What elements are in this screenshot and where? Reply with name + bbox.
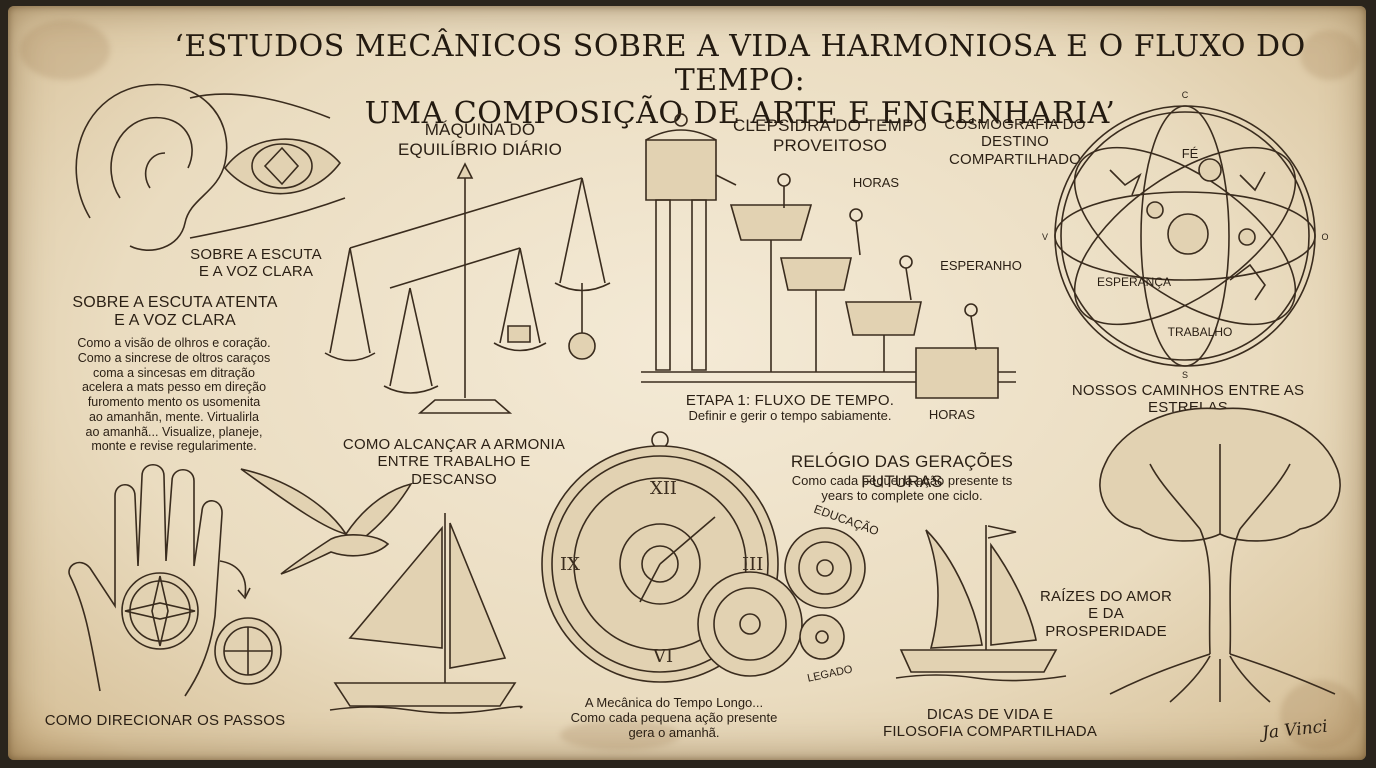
clepsydra-label-horas-bottom: HORAS bbox=[928, 407, 976, 422]
hand-compass-illustration bbox=[60, 456, 300, 706]
clock-subtitle-line-1: Como cada pequena ação presente ts bbox=[791, 473, 1013, 488]
stain bbox=[560, 720, 680, 750]
clepsydra-label-horas-top: HORAS bbox=[852, 175, 900, 190]
svg-text:III: III bbox=[742, 554, 763, 575]
clock-title: RELÓGIO DAS GERAÇÕES FUTURAS bbox=[790, 452, 1014, 491]
cosmos-title-line-2: DESTINO bbox=[980, 133, 1050, 151]
balance-title: MÁQUINA DO EQUILÍBRIO DIÁRIO bbox=[380, 120, 580, 159]
title-line-2: UMA COMPOSIÇÃO DE ARTE E ENGENHARIA’ bbox=[364, 96, 1116, 132]
boat-right-caption-line-2: FILOSOFIA COMPARTILHADA bbox=[882, 723, 1098, 741]
cosmos-title-line-3: COMPARTILHADO bbox=[948, 150, 1082, 168]
body-line: Como a sincrese de oltros caraços bbox=[77, 350, 271, 365]
hand-caption: COMO DIRECIONAR OS PASSOS bbox=[44, 712, 286, 729]
balance-caption-line-2: ENTRE TRABALHO E DESCANSO bbox=[377, 453, 531, 488]
cosmos-label-trabalho: TRABALHO bbox=[1167, 325, 1233, 339]
balance-title-line-1: MÁQUINA DO bbox=[424, 120, 536, 139]
listening-heading-line-2: E A VOZ CLARA bbox=[114, 312, 236, 330]
cosmos-title: COSMOGRAFIA DO DESTINO COMPARTILHADO bbox=[940, 116, 1090, 168]
body-line: ao amanhã... Visualize, planeje, bbox=[85, 424, 263, 439]
svg-text:VI: VI bbox=[652, 646, 673, 667]
svg-text:IX: IX bbox=[560, 554, 580, 575]
cosmos-label-fe: FÉ bbox=[1181, 146, 1199, 161]
stain bbox=[1280, 680, 1360, 750]
cosmos-compass-o: O bbox=[1321, 232, 1329, 242]
cosmos-sphere-illustration bbox=[1050, 100, 1320, 372]
tree-illustration bbox=[1090, 404, 1350, 704]
clepsydra-title-line-2: PROVEITOSO bbox=[772, 135, 888, 155]
cosmos-compass-c: C bbox=[1181, 90, 1189, 100]
body-line: monte e revise regularimente. bbox=[91, 439, 257, 454]
body-line: furomento mento os usomenita bbox=[87, 395, 261, 409]
listening-heading-line-1: SOBRE A ESCUTA ATENTA bbox=[72, 294, 278, 311]
body-line: coma a sincesas em ditração bbox=[93, 365, 255, 380]
balance-caption-line-1: COMO ALCANÇAR A ARMONIA bbox=[342, 436, 566, 453]
tree-caption-line-2: E DA PROSPERIDADE bbox=[1045, 605, 1167, 640]
cosmos-compass-v: V bbox=[1041, 232, 1048, 242]
body-line: Como a visão de olhros e coração. bbox=[77, 336, 271, 350]
listening-heading: SOBRE A ESCUTA ATENTA E A VOZ CLARA bbox=[50, 294, 300, 331]
stain bbox=[1300, 30, 1360, 80]
boat-right-caption-line-1: DICAS DE VIDA E bbox=[926, 706, 1054, 723]
clepsydra-step-title: ETAPA 1: FLUXO DE TEMPO. bbox=[685, 392, 895, 409]
sailboat-right-illustration bbox=[896, 520, 1066, 686]
clepsydra-step: ETAPA 1: FLUXO DE TEMPO. Definir e gerir… bbox=[660, 392, 920, 424]
clepsydra-step-text: Definir e gerir o tempo sabiamente. bbox=[688, 408, 892, 424]
balance-scale-illustration bbox=[320, 168, 620, 430]
body-line: acelera a mats pesso em direção bbox=[81, 380, 267, 395]
sailboat-left-illustration bbox=[330, 508, 520, 714]
clock-illustration: XII III VI IX bbox=[540, 432, 880, 694]
ear-caption-line-2: E A VOZ CLARA bbox=[198, 263, 314, 281]
boat-right-caption: DICAS DE VIDA E FILOSOFIA COMPARTILHADA bbox=[880, 706, 1100, 741]
balance-title-line-2: EQUILÍBRIO DIÁRIO bbox=[398, 139, 562, 159]
cosmos-compass-s: S bbox=[1181, 370, 1188, 380]
body-line: ao amanhãn, mente. Virtualirla bbox=[88, 409, 259, 424]
listening-body: Como a visão de olhros e coração. Como a… bbox=[56, 336, 292, 454]
page-title: ‘ESTUDOS MECÂNICOS SOBRE A VIDA HARMONIO… bbox=[150, 30, 1330, 131]
cosmos-title-line-1: COSMOGRAFIA DO bbox=[944, 116, 1086, 133]
clepsydra-title-line-1: CLEPSIDRA DO TEMPO bbox=[732, 116, 928, 135]
clock-caption-line-1: A Mecânica do Tempo Longo... bbox=[584, 695, 764, 710]
clock-caption-line-2: Como cada pequena ação presente bbox=[570, 709, 778, 725]
ear-caption: SOBRE A ESCUTA E A VOZ CLARA bbox=[186, 246, 326, 281]
clock-caption: A Mecânica do Tempo Longo... Como cada p… bbox=[554, 695, 794, 741]
clock-subtitle: Como cada pequena ação presente ts years… bbox=[764, 473, 1040, 504]
clepsydra-label-esperanho: ESPERANHO bbox=[940, 258, 1022, 273]
tree-caption: RAÍZES DO AMOR E DA PROSPERIDADE bbox=[1036, 588, 1176, 640]
ear-illustration bbox=[60, 78, 350, 258]
ear-caption-line-1: SOBRE A ESCUTA bbox=[190, 246, 322, 263]
title-line-1: ‘ESTUDOS MECÂNICOS SOBRE A VIDA HARMONIO… bbox=[174, 29, 1306, 98]
bird-illustration bbox=[236, 464, 416, 584]
clepsydra-title: CLEPSIDRA DO TEMPO PROVEITOSO bbox=[730, 116, 930, 155]
cosmos-label-esperanca: ESPERANÇA bbox=[1096, 275, 1172, 289]
tree-caption-line-1: RAÍZES DO AMOR bbox=[1040, 588, 1172, 605]
balance-caption: COMO ALCANÇAR A ARMONIA ENTRE TRABALHO E… bbox=[334, 436, 574, 488]
clock-caption-line-3: gera o amanhã. bbox=[628, 724, 720, 740]
clock-subtitle-line-2: years to complete one ciclo. bbox=[821, 487, 983, 503]
clepsydra-illustration bbox=[636, 110, 1016, 400]
svg-text:XII: XII bbox=[650, 478, 677, 499]
stain bbox=[20, 20, 110, 80]
